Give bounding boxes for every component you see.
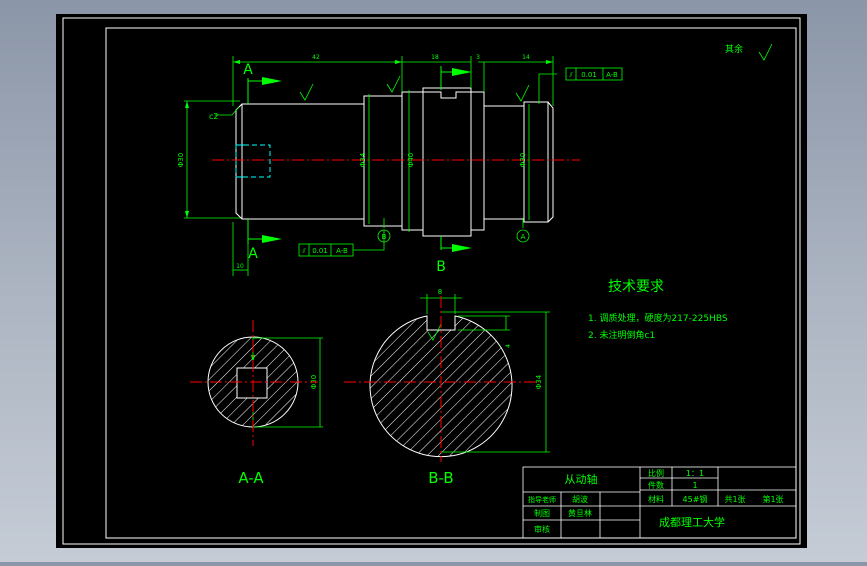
dim-14: 14 bbox=[522, 54, 530, 61]
drawer-name: 黄旦林 bbox=[568, 508, 592, 518]
instructor-label: 指导老师 bbox=[528, 495, 556, 504]
dimension-lines bbox=[184, 56, 557, 276]
dim-dia-34: Φ34 bbox=[359, 152, 367, 167]
qty-value: 1 bbox=[692, 481, 697, 490]
inner-border bbox=[105, 27, 797, 539]
svg-text:A-B: A-B bbox=[336, 247, 348, 255]
datum-symbol-a: A bbox=[516, 229, 530, 243]
section-aa-label: A-A bbox=[238, 469, 264, 487]
qty-label: 件数 bbox=[648, 480, 664, 490]
sheet-count: 共1张 bbox=[724, 495, 745, 504]
section-label-a-top: A bbox=[243, 62, 253, 78]
tolerance-frame-top: ⫽ 0.01 A-B bbox=[565, 67, 623, 81]
tech-item-2: 2. 未注明倒角c1 bbox=[588, 329, 655, 341]
scale-label: 比例 bbox=[648, 468, 664, 478]
dimension-ticks bbox=[185, 60, 553, 218]
svg-text:⫽: ⫽ bbox=[301, 247, 306, 255]
title-block bbox=[522, 466, 797, 539]
roughness-note: 其余 bbox=[725, 43, 743, 55]
section-cut-a bbox=[247, 77, 282, 244]
material-value: 45#钢 bbox=[683, 494, 708, 504]
part-name: 从动轴 bbox=[565, 472, 598, 486]
svg-text:A-B: A-B bbox=[606, 71, 618, 79]
sheet-number: 第1张 bbox=[762, 494, 783, 504]
svg-text:0.01: 0.01 bbox=[581, 71, 597, 79]
key-width-8: 8 bbox=[438, 288, 442, 296]
drawer-label: 制图 bbox=[534, 508, 550, 518]
outer-frame bbox=[62, 17, 801, 545]
svg-text:A: A bbox=[521, 233, 526, 241]
dim-dia-40: Φ40 bbox=[407, 153, 415, 167]
hidden-edge bbox=[236, 144, 246, 178]
section-cut-b bbox=[440, 66, 472, 252]
dim-dia-30-right: Φ30 bbox=[519, 153, 527, 167]
school-name: 成都理工大学 bbox=[659, 515, 725, 529]
dim-dia-30-left: Φ30 bbox=[177, 153, 185, 167]
key-depth-4: 4 bbox=[505, 344, 512, 348]
dim-3: 3 bbox=[476, 54, 480, 61]
section-label-a-bottom: A bbox=[248, 246, 258, 262]
dim-10: 10 bbox=[236, 263, 244, 270]
svg-text:B: B bbox=[382, 233, 387, 241]
section-label-b: B bbox=[436, 259, 446, 275]
roughness-symbols bbox=[299, 43, 773, 102]
instructor-name: 胡波 bbox=[572, 494, 588, 504]
shaft-front-view[interactable] bbox=[235, 87, 554, 237]
tech-item-1: 1. 调质处理，硬度为217-225HBS bbox=[588, 312, 728, 324]
svg-text:⫽: ⫽ bbox=[568, 71, 573, 79]
keyway-top bbox=[423, 91, 471, 99]
dim-42: 42 bbox=[312, 54, 320, 61]
datum-symbol-b: B bbox=[377, 229, 391, 243]
tolerance-frame-bottom: ⫽ 0.01 A-B bbox=[298, 243, 354, 257]
dim-18: 18 bbox=[431, 54, 439, 61]
scale-value: 1：1 bbox=[686, 469, 704, 478]
square-hole-hidden bbox=[235, 144, 271, 178]
drawing-sheet bbox=[56, 14, 807, 548]
chamfer-c2: c2 bbox=[209, 112, 219, 121]
checker-label: 审核 bbox=[534, 524, 550, 534]
section-bb-label: B-B bbox=[428, 469, 453, 487]
tech-requirements-title: 技术要求 bbox=[608, 279, 664, 295]
svg-text:0.01: 0.01 bbox=[312, 247, 328, 255]
material-label: 材料 bbox=[648, 494, 664, 504]
